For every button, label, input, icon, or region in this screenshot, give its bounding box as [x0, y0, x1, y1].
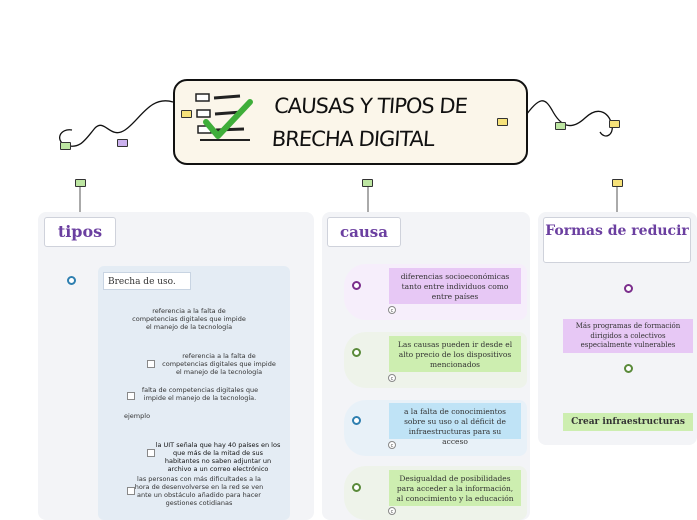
collapse-toggle[interactable]: [352, 281, 361, 290]
tipos-item-3[interactable]: falta de competencias digitales que impi…: [141, 386, 259, 402]
note-icon[interactable]: [75, 179, 86, 187]
task-checkbox[interactable]: [147, 449, 155, 457]
cause-badge: c: [388, 306, 396, 314]
collapse-toggle[interactable]: [352, 483, 361, 492]
tipos-item-1[interactable]: referencia a la falta de competencias di…: [132, 307, 246, 331]
note-icon[interactable]: [117, 139, 128, 147]
formas-item-1[interactable]: Más programas de formación dirigidos a c…: [563, 319, 693, 353]
collapse-toggle[interactable]: [352, 416, 361, 425]
collapse-toggle[interactable]: [67, 276, 76, 285]
note-icon[interactable]: [362, 179, 373, 187]
cause-badge: c: [388, 441, 396, 449]
branch-formas-de-reducir[interactable]: Formas de reducir: [543, 217, 691, 263]
collapse-toggle[interactable]: [352, 348, 361, 357]
task-checkbox[interactable]: [147, 360, 155, 368]
task-checkbox[interactable]: [127, 392, 135, 400]
collapse-toggle[interactable]: [624, 284, 633, 293]
tipos-item-5[interactable]: la UIT señala que hay 40 países en los q…: [155, 441, 281, 473]
tipos-item-4[interactable]: ejemplo: [124, 412, 151, 420]
branch-tipos[interactable]: tipos: [44, 217, 116, 247]
cause-item-1[interactable]: diferencias socioeconómicas tanto entre …: [389, 268, 521, 304]
branch-causa[interactable]: causa: [327, 217, 401, 247]
checklist-icon: [195, 93, 253, 141]
cause-item-3[interactable]: a la falta de conocimientos sobre su uso…: [389, 403, 521, 446]
note-icon[interactable]: [497, 118, 508, 126]
note-icon[interactable]: [181, 110, 192, 118]
cause-item-4[interactable]: Desigualdad de posibilidades para accede…: [389, 470, 521, 506]
central-title-line2: BRECHA DIGITAL: [271, 127, 435, 151]
formas-item-2[interactable]: Crear infraestructuras: [563, 413, 693, 431]
central-title: CAUSAS Y TIPOS DE BRECHA DIGITAL: [271, 90, 516, 156]
note-icon[interactable]: [609, 120, 620, 128]
task-checkbox[interactable]: [127, 487, 135, 495]
note-icon[interactable]: [555, 122, 566, 130]
central-title-line1: CAUSAS Y TIPOS DE: [273, 94, 468, 118]
note-icon[interactable]: [60, 142, 71, 150]
cause-item-2[interactable]: Las causas pueden ir desde el alto preci…: [389, 336, 521, 372]
note-icon[interactable]: [612, 179, 623, 187]
collapse-toggle[interactable]: [624, 364, 633, 373]
tipos-item-6[interactable]: las personas con más dificultades a la h…: [134, 475, 264, 507]
subtopic-brecha-de-uso[interactable]: Brecha de uso.: [103, 272, 191, 290]
tipos-item-2[interactable]: referencia a la falta de competencias di…: [162, 352, 276, 376]
cause-badge: c: [388, 374, 396, 382]
cause-badge: c: [388, 507, 396, 515]
